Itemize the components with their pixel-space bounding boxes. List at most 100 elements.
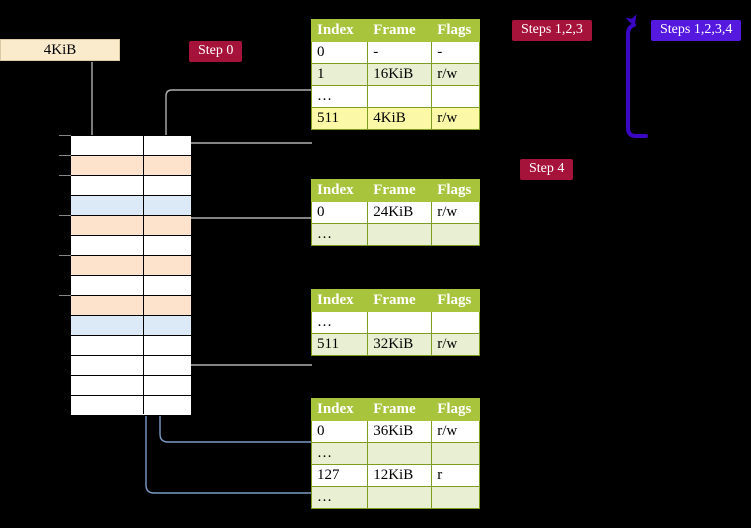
bracket-arrow-steps bbox=[625, 14, 648, 138]
cell-frame bbox=[367, 442, 433, 465]
column-header-index: Index bbox=[310, 398, 369, 421]
memory-size-label: 4KiB bbox=[0, 39, 120, 61]
cell-frame: 36KiB bbox=[367, 420, 433, 443]
badge-step-4: Step 4 bbox=[520, 159, 574, 180]
cell-flags: - bbox=[431, 41, 480, 64]
cell-index: 0 bbox=[310, 420, 369, 443]
memory-frame-row bbox=[71, 156, 191, 176]
cell-index: 511 bbox=[310, 107, 369, 130]
cell-frame bbox=[367, 486, 433, 509]
cell-flags: r/w bbox=[431, 107, 480, 130]
cell-frame: - bbox=[367, 41, 433, 64]
cell-index: … bbox=[310, 85, 369, 108]
table-row: … bbox=[310, 311, 480, 334]
memory-frame-row bbox=[71, 376, 191, 396]
table-header-row: Index Frame Flags bbox=[310, 289, 480, 312]
memory-grid-tick bbox=[59, 255, 71, 256]
cell-frame bbox=[367, 85, 433, 108]
cell-index: … bbox=[310, 311, 369, 334]
column-header-flags: Flags bbox=[431, 179, 480, 202]
column-header-flags: Flags bbox=[431, 289, 480, 312]
cell-flags bbox=[431, 85, 480, 108]
table-header-row: Index Frame Flags bbox=[310, 398, 480, 421]
cell-index: 511 bbox=[310, 333, 369, 356]
cell-flags: r/w bbox=[431, 201, 480, 224]
cell-index: 127 bbox=[310, 464, 369, 487]
memory-frame-row bbox=[71, 336, 191, 356]
memory-frame-row bbox=[71, 276, 191, 296]
memory-grid-divider bbox=[143, 136, 144, 414]
table-row: … bbox=[310, 442, 480, 465]
cell-flags: r/w bbox=[431, 333, 480, 356]
cell-flags: r bbox=[431, 464, 480, 487]
cell-flags bbox=[431, 486, 480, 509]
table-row: 0-- bbox=[310, 41, 480, 64]
cell-index: … bbox=[310, 223, 369, 246]
table-row: … bbox=[310, 486, 480, 509]
cell-frame: 32KiB bbox=[367, 333, 433, 356]
table-row: … bbox=[310, 223, 480, 246]
memory-frame-row bbox=[71, 316, 191, 336]
cell-frame: 12KiB bbox=[367, 464, 433, 487]
column-header-flags: Flags bbox=[431, 398, 480, 421]
table-row: … bbox=[310, 85, 480, 108]
cell-index: … bbox=[310, 486, 369, 509]
cell-index: 1 bbox=[310, 63, 369, 86]
cell-frame bbox=[367, 223, 433, 246]
memory-frame-row bbox=[71, 396, 191, 416]
memory-frame-row bbox=[71, 196, 191, 216]
memory-frame-row bbox=[71, 356, 191, 376]
cell-index: … bbox=[310, 442, 369, 465]
badge-step-0: Step 0 bbox=[189, 41, 243, 62]
wire-pml4-row511 bbox=[176, 142, 312, 156]
memory-grid-tick bbox=[59, 155, 71, 156]
memory-frame-row bbox=[71, 256, 191, 276]
cell-frame: 4KiB bbox=[367, 107, 433, 130]
physical-memory-grid bbox=[70, 135, 191, 416]
wire-pd-row511 bbox=[171, 316, 312, 366]
cell-flags bbox=[431, 311, 480, 334]
column-header-frame: Frame bbox=[367, 179, 433, 202]
cell-index: 0 bbox=[310, 201, 369, 224]
table-header-row: Index Frame Flags bbox=[310, 19, 480, 42]
cell-frame bbox=[367, 311, 433, 334]
cell-frame: 24KiB bbox=[367, 201, 433, 224]
column-header-index: Index bbox=[310, 179, 369, 202]
table-header-row: Index Frame Flags bbox=[310, 179, 480, 202]
memory-grid-tick bbox=[59, 175, 71, 176]
column-header-frame: Frame bbox=[367, 19, 433, 42]
column-header-frame: Frame bbox=[367, 289, 433, 312]
badge-steps-123: Steps 1,2,3 bbox=[512, 20, 592, 41]
cell-flags bbox=[431, 442, 480, 465]
cell-frame: 16KiB bbox=[367, 63, 433, 86]
wire-pdp-row0 bbox=[176, 217, 312, 262]
column-header-flags: Flags bbox=[431, 19, 480, 42]
cell-index: 0 bbox=[310, 41, 369, 64]
cell-flags: r/w bbox=[431, 420, 480, 443]
column-header-frame: Frame bbox=[367, 398, 433, 421]
badge-steps-1234: Steps 1,2,3,4 bbox=[651, 20, 742, 41]
column-header-index: Index bbox=[310, 19, 369, 42]
memory-frame-row bbox=[71, 296, 191, 316]
cell-flags: r/w bbox=[431, 63, 480, 86]
memory-frame-row bbox=[71, 216, 191, 236]
memory-grid-tick bbox=[59, 135, 71, 136]
memory-frame-row bbox=[71, 236, 191, 256]
memory-frame-row bbox=[71, 176, 191, 196]
column-header-index: Index bbox=[310, 289, 369, 312]
memory-frame-row bbox=[71, 136, 191, 156]
